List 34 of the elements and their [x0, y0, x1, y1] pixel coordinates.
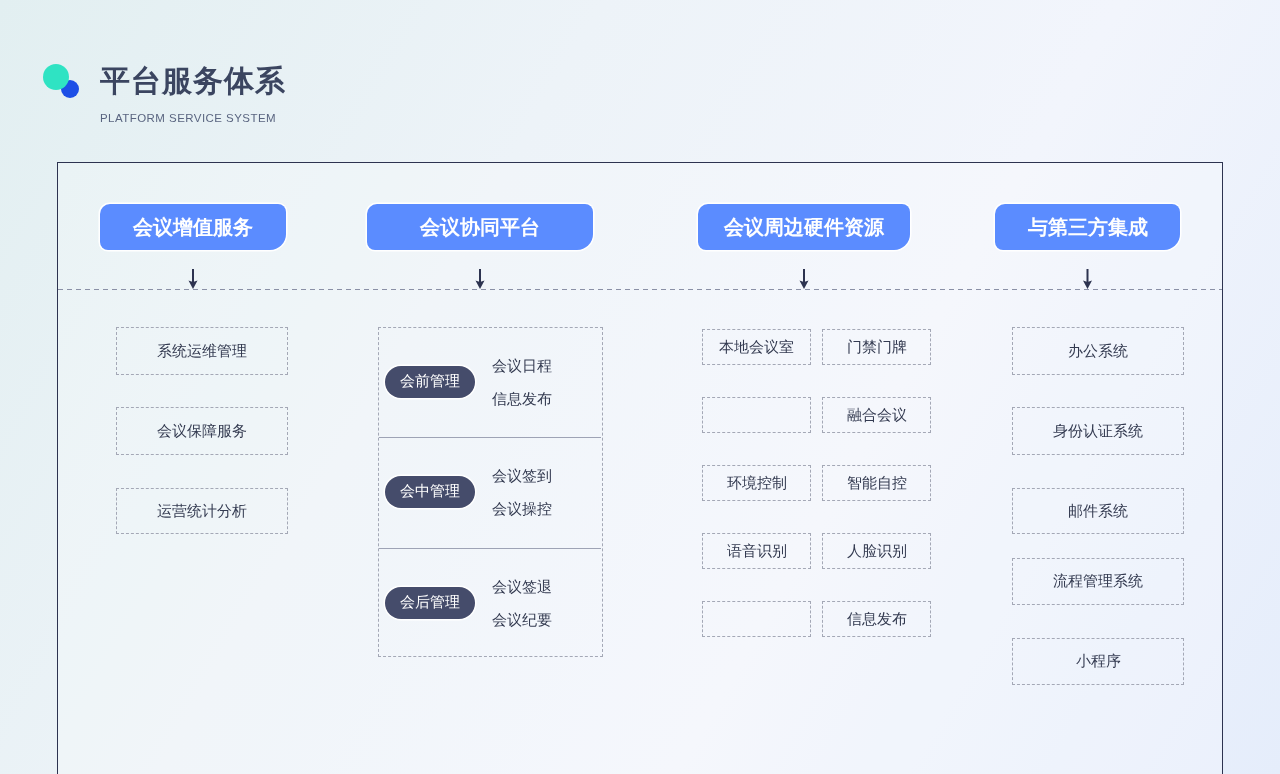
service-box: 门禁门牌: [822, 329, 931, 365]
service-box: 办公系统: [1012, 327, 1184, 375]
empty-box: [702, 601, 811, 637]
service-box: 本地会议室: [702, 329, 811, 365]
service-box: 环境控制: [702, 465, 811, 501]
item-label: 信息发布: [491, 389, 552, 408]
item-label: 会议签到: [491, 466, 552, 485]
service-box: 语音识别: [702, 533, 811, 569]
service-box: 运营统计分析: [116, 488, 288, 534]
page-title: 平台服务体系: [100, 63, 286, 99]
service-box: 信息发布: [822, 601, 931, 637]
item-label: 会议操控: [491, 499, 552, 518]
item-label: 会议日程: [491, 356, 552, 375]
empty-box: [702, 397, 811, 433]
phase-pill: 会后管理: [384, 586, 475, 619]
page-subtitle: PLATFORM SERVICE SYSTEM: [100, 111, 277, 125]
item-label: 会议纪要: [491, 610, 552, 629]
service-box: 人脸识别: [822, 533, 931, 569]
category-header: 会议增值服务: [100, 204, 286, 250]
item-label: 会议签退: [491, 577, 552, 596]
service-box: 流程管理系统: [1012, 558, 1184, 605]
service-box: 邮件系统: [1012, 488, 1184, 534]
service-box: 智能自控: [822, 465, 931, 501]
service-box: 身份认证系统: [1012, 407, 1184, 455]
category-header: 会议协同平台: [367, 204, 593, 250]
group-box: [378, 327, 603, 657]
service-box: 会议保障服务: [116, 407, 288, 455]
service-box: 系统运维管理: [116, 327, 288, 375]
service-box: 小程序: [1012, 638, 1184, 685]
category-header: 与第三方集成: [995, 204, 1180, 250]
service-box: 融合会议: [822, 397, 931, 433]
phase-pill: 会前管理: [384, 365, 475, 398]
category-header: 会议周边硬件资源: [698, 204, 910, 250]
phase-pill: 会中管理: [384, 475, 475, 508]
